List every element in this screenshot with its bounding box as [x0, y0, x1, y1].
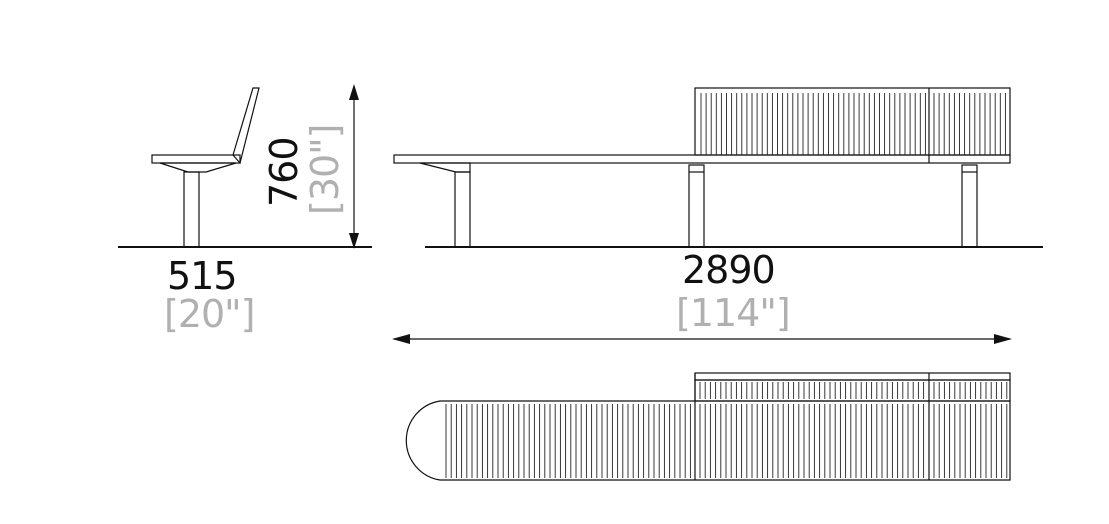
top-view — [405, 372, 1011, 481]
top-seat-outline — [405, 400, 1011, 481]
front-backrest-slats — [700, 93, 1006, 155]
length-arrow-left — [392, 334, 410, 344]
front-seat — [393, 154, 1011, 164]
side-bracket — [159, 162, 237, 173]
front-leg-middle — [688, 164, 705, 248]
front-backrest — [694, 87, 1011, 156]
front-leg-right — [961, 164, 978, 248]
side-post — [183, 171, 200, 248]
height-arrow-top — [349, 84, 359, 100]
top-backrest — [694, 379, 1011, 402]
side-view: 760 [30"] 515 [20"] — [118, 84, 372, 336]
height-inch-label: [30"] — [303, 125, 347, 215]
height-mm-label: 760 — [262, 137, 306, 207]
side-seat — [151, 154, 241, 164]
length-arrow-right — [994, 334, 1012, 344]
depth-inch-label: [20"] — [164, 292, 254, 336]
front-leg-left — [454, 171, 471, 248]
front-view: 2890 [114"] — [392, 87, 1043, 344]
top-backrest-slats — [699, 382, 1008, 399]
top-backrest-cap — [694, 372, 1011, 381]
height-arrow-bottom — [349, 233, 359, 249]
side-backrest — [232, 87, 260, 165]
top-seat-slats — [445, 404, 1008, 478]
length-mm-label: 2890 — [682, 248, 775, 292]
front-bracket-left — [419, 162, 471, 173]
length-inch-label: [114"] — [676, 291, 790, 335]
depth-mm-label: 515 — [167, 254, 237, 298]
